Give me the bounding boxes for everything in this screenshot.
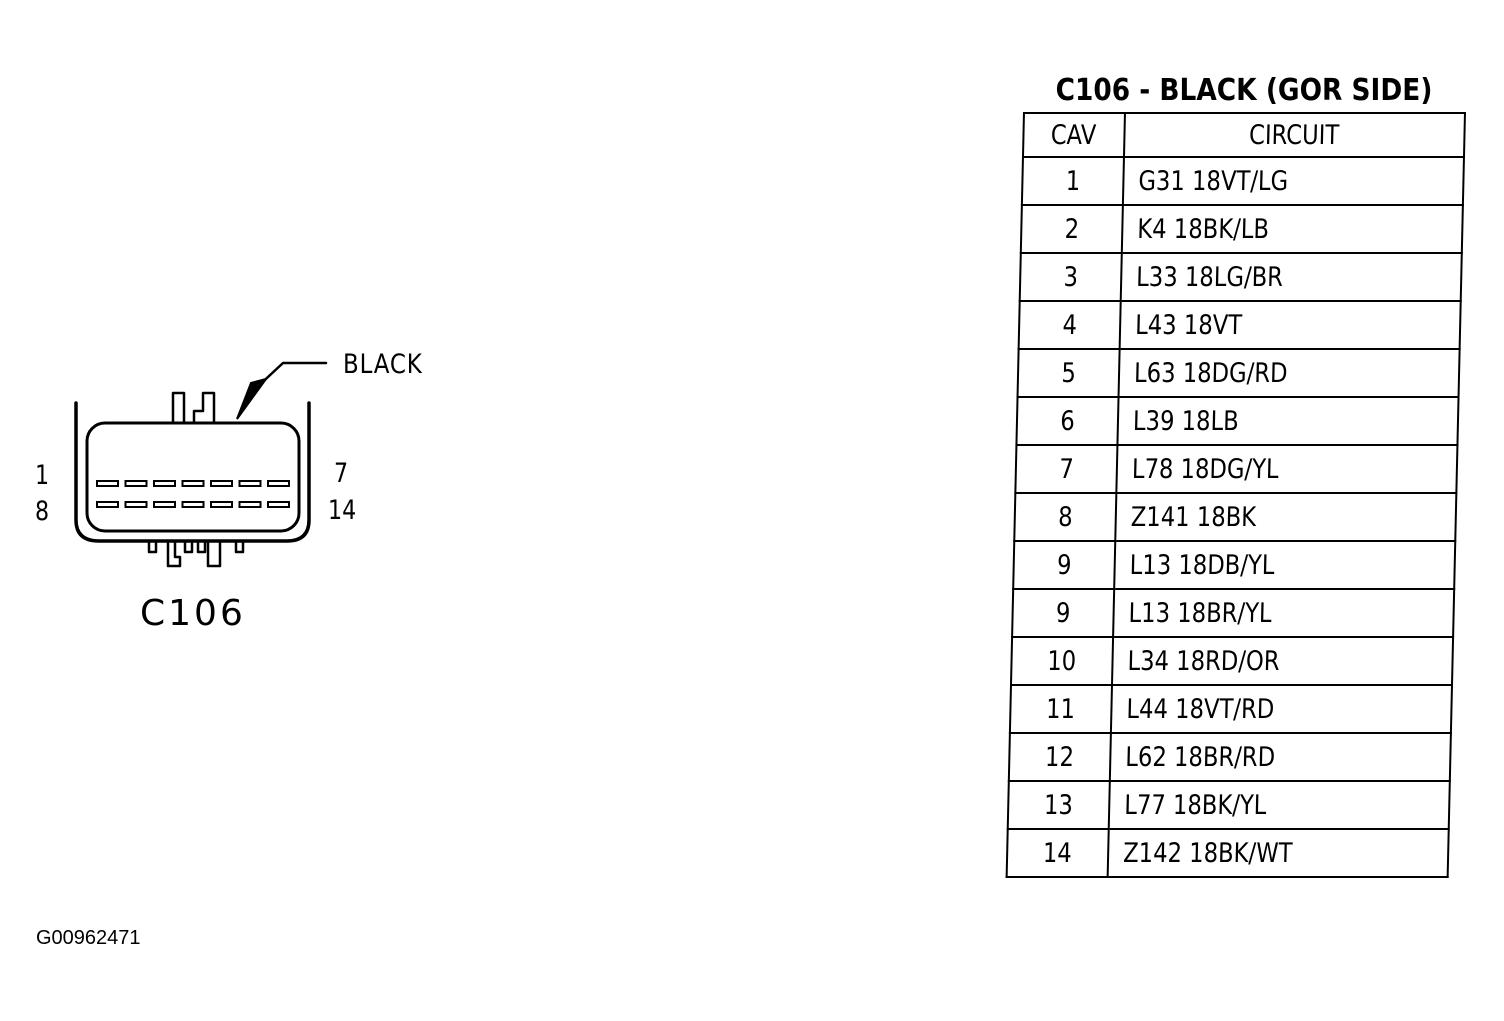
circuit-cell: L63 18DG/RD xyxy=(1118,349,1460,397)
cav-cell: 3 xyxy=(1019,253,1122,301)
table-row: 13 L77 18BK/YL xyxy=(1007,781,1450,829)
connector-top-latch xyxy=(171,391,216,424)
cavity-slot xyxy=(267,480,290,487)
cavity-slot xyxy=(210,501,233,508)
circuit-cell: L78 18DG/YL xyxy=(1116,445,1458,493)
pinout-table-header-row: CAV CIRCUIT xyxy=(1022,113,1465,157)
header-circuit: CIRCUIT xyxy=(1123,113,1465,157)
connector-inner-face xyxy=(85,421,301,533)
table-row: 6 L39 18LB xyxy=(1016,397,1459,445)
pin-label-bottom-right: 14 xyxy=(328,495,357,526)
table-row: 1 G31 18VT/LG xyxy=(1021,157,1464,205)
cav-cell: 8 xyxy=(1014,493,1117,541)
cavity-slot xyxy=(238,480,262,487)
cav-cell: 9 xyxy=(1012,589,1115,637)
cav-cell: 6 xyxy=(1016,397,1119,445)
cavity-slot xyxy=(96,501,119,508)
pinout-table: CAV CIRCUIT 1 G31 18VT/LG 2 K4 18BK/LB 3… xyxy=(1005,112,1466,878)
cavity-slot xyxy=(181,480,205,487)
table-row: 14 Z142 18BK/WT xyxy=(1006,829,1449,877)
header-cav: CAV xyxy=(1022,113,1125,157)
cavity-slot xyxy=(210,480,233,487)
circuit-cell: G31 18VT/LG xyxy=(1122,157,1464,205)
cav-cell: 5 xyxy=(1017,349,1120,397)
circuit-cell: L33 18LG/BR xyxy=(1120,253,1462,301)
cavity-slot xyxy=(181,501,205,508)
cavity-slot xyxy=(96,480,119,487)
cav-cell: 11 xyxy=(1009,685,1112,733)
cavity-slots xyxy=(96,480,290,508)
circuit-cell: L13 18DB/YL xyxy=(1114,541,1456,589)
circuit-cell: K4 18BK/LB xyxy=(1121,205,1463,253)
table-row: 11 L44 18VT/RD xyxy=(1009,685,1452,733)
table-row: 8 Z141 18BK xyxy=(1014,493,1457,541)
table-row: 9 L13 18BR/YL xyxy=(1012,589,1455,637)
circuit-cell: L13 18BR/YL xyxy=(1113,589,1455,637)
cav-cell: 7 xyxy=(1015,445,1118,493)
cav-cell: 10 xyxy=(1010,637,1114,685)
circuit-cell: Z142 18BK/WT xyxy=(1107,829,1449,877)
cav-cell: 9 xyxy=(1013,541,1116,589)
table-row: 10 L34 18RD/OR xyxy=(1010,637,1454,685)
connector-id-label: C106 xyxy=(140,593,246,634)
callout-leader-line xyxy=(252,361,328,392)
pin-label-top-right: 7 xyxy=(334,458,349,489)
figure-id: G00962471 xyxy=(36,927,141,949)
table-row: 2 K4 18BK/LB xyxy=(1020,205,1463,253)
circuit-cell: L39 18LB xyxy=(1117,397,1459,445)
circuit-cell: L43 18VT xyxy=(1119,301,1461,349)
cav-cell: 14 xyxy=(1006,829,1109,877)
table-row: 3 L33 18LG/BR xyxy=(1019,253,1462,301)
circuit-cell: L62 18BR/RD xyxy=(1109,733,1451,781)
cav-cell: 4 xyxy=(1018,301,1121,349)
cav-cell: 2 xyxy=(1020,205,1123,253)
circuit-cell: L44 18VT/RD xyxy=(1110,685,1452,733)
callout-arrowhead xyxy=(236,377,269,420)
cavity-slot xyxy=(124,501,148,508)
circuit-cell: L77 18BK/YL xyxy=(1108,781,1450,829)
circuit-cell: L34 18RD/OR xyxy=(1111,637,1454,685)
pin-label-top-left: 1 xyxy=(35,460,50,491)
table-row: 5 L63 18DG/RD xyxy=(1017,349,1460,397)
circuit-cell: Z141 18BK xyxy=(1115,493,1457,541)
connector-bottom-terminals xyxy=(147,539,245,568)
table-row: 4 L43 18VT xyxy=(1018,301,1461,349)
cavity-slot xyxy=(267,501,290,508)
cavity-slot xyxy=(124,480,148,487)
pin-label-bottom-left: 8 xyxy=(35,496,50,527)
table-row: 9 L13 18DB/YL xyxy=(1013,541,1456,589)
pinout-table-title: C106 - BLACK (GOR SIDE) xyxy=(1055,73,1433,108)
connector-color-callout: BLACK xyxy=(343,349,423,380)
table-row: 7 L78 18DG/YL xyxy=(1015,445,1458,493)
table-row: 12 L62 18BR/RD xyxy=(1008,733,1451,781)
connector-face-drawing xyxy=(74,361,328,568)
cav-cell: 1 xyxy=(1021,157,1124,205)
cavity-slot xyxy=(153,480,176,487)
cav-cell: 13 xyxy=(1007,781,1110,829)
cavity-slot xyxy=(238,501,262,508)
cav-cell: 12 xyxy=(1008,733,1111,781)
cavity-slot xyxy=(153,501,176,508)
